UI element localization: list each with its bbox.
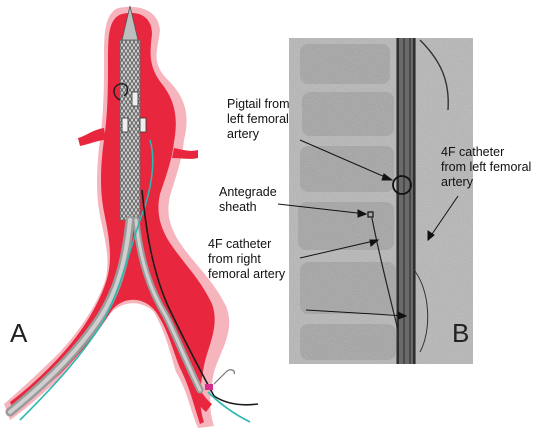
callout-pigtail-line-3: artery [227,127,260,141]
xray-stent-graft [396,38,416,364]
callout-antegrade-line-2: sheath [219,200,257,214]
chimney-stent-3 [121,117,129,133]
panel-b: B [289,38,473,364]
callout-4f-right-line-3: femoral artery [208,267,286,281]
arrow-4f-left [427,195,459,242]
arrow-antegrade [277,203,368,218]
panel-a: A [4,5,259,428]
xray-4f-catheter-right [371,217,399,331]
teal-wire-right [19,139,154,421]
delivery-sheaths [5,215,204,417]
callout-antegrade-line-1: Antegrade [219,185,277,199]
xray-antegrade-sheath [367,211,374,218]
xray-grain [289,38,473,364]
arrow-bottom [305,309,408,320]
xray-catheter-loop [413,269,429,353]
callout-4f-left-line-3: artery [441,175,474,189]
callout-pigtail-line-1: Pigtail from [227,97,290,111]
xray-4f-catheter-left [419,39,449,111]
xray-pigtail-loop [392,175,412,195]
panel-letter-b: B [452,318,469,348]
panel-letter-a: A [10,318,28,348]
dark-wire-left [141,189,259,406]
pigtail-hook-icon [213,369,235,385]
callout-4f-left-line-2: from left femoral [441,160,531,174]
callout-pigtail-line-2: left femoral [227,112,289,126]
callout-arrows [277,139,459,320]
chimney-stent-1 [131,91,139,107]
teal-wire-left [207,391,251,423]
sheath-marker [205,384,213,390]
callout-4f-right-line-1: 4F catheter [208,237,271,251]
arrow-4f-right [299,239,380,259]
callout-4f-left-line-1: 4F catheter [441,145,504,159]
stent-graft-tip [121,5,139,41]
pigtail-curl [113,83,129,101]
arrow-pigtail [299,139,394,181]
chimney-stent-2 [139,117,147,133]
callout-4f-right-line-2: from right [208,252,261,266]
